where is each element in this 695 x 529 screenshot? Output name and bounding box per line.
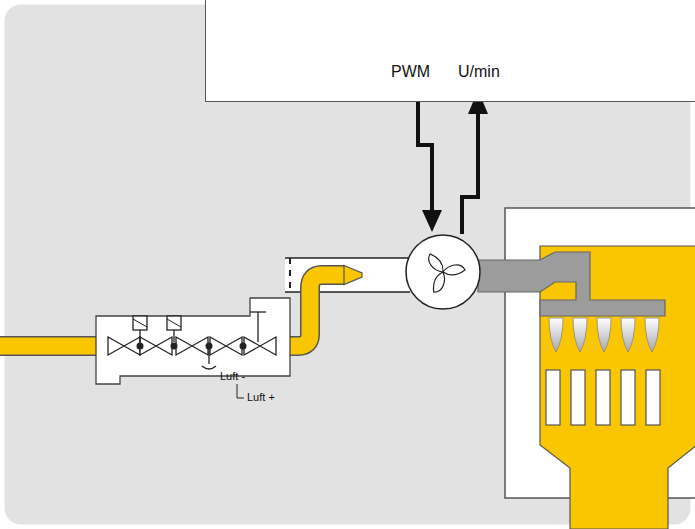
signal-name: U/min	[458, 63, 500, 81]
controller-box: PWM U/min	[205, 0, 695, 102]
gas-valve	[96, 298, 290, 398]
signal-arrows	[418, 88, 488, 234]
heat-exchanger	[540, 246, 695, 529]
fan	[406, 235, 480, 309]
exchanger-slots	[546, 370, 660, 425]
signal-name: PWM	[391, 63, 430, 81]
flames	[549, 318, 659, 352]
pressure-port-label: Luft -	[220, 370, 245, 383]
burner-manifold	[478, 252, 665, 316]
pressure-port-label: Luft +	[247, 391, 275, 404]
